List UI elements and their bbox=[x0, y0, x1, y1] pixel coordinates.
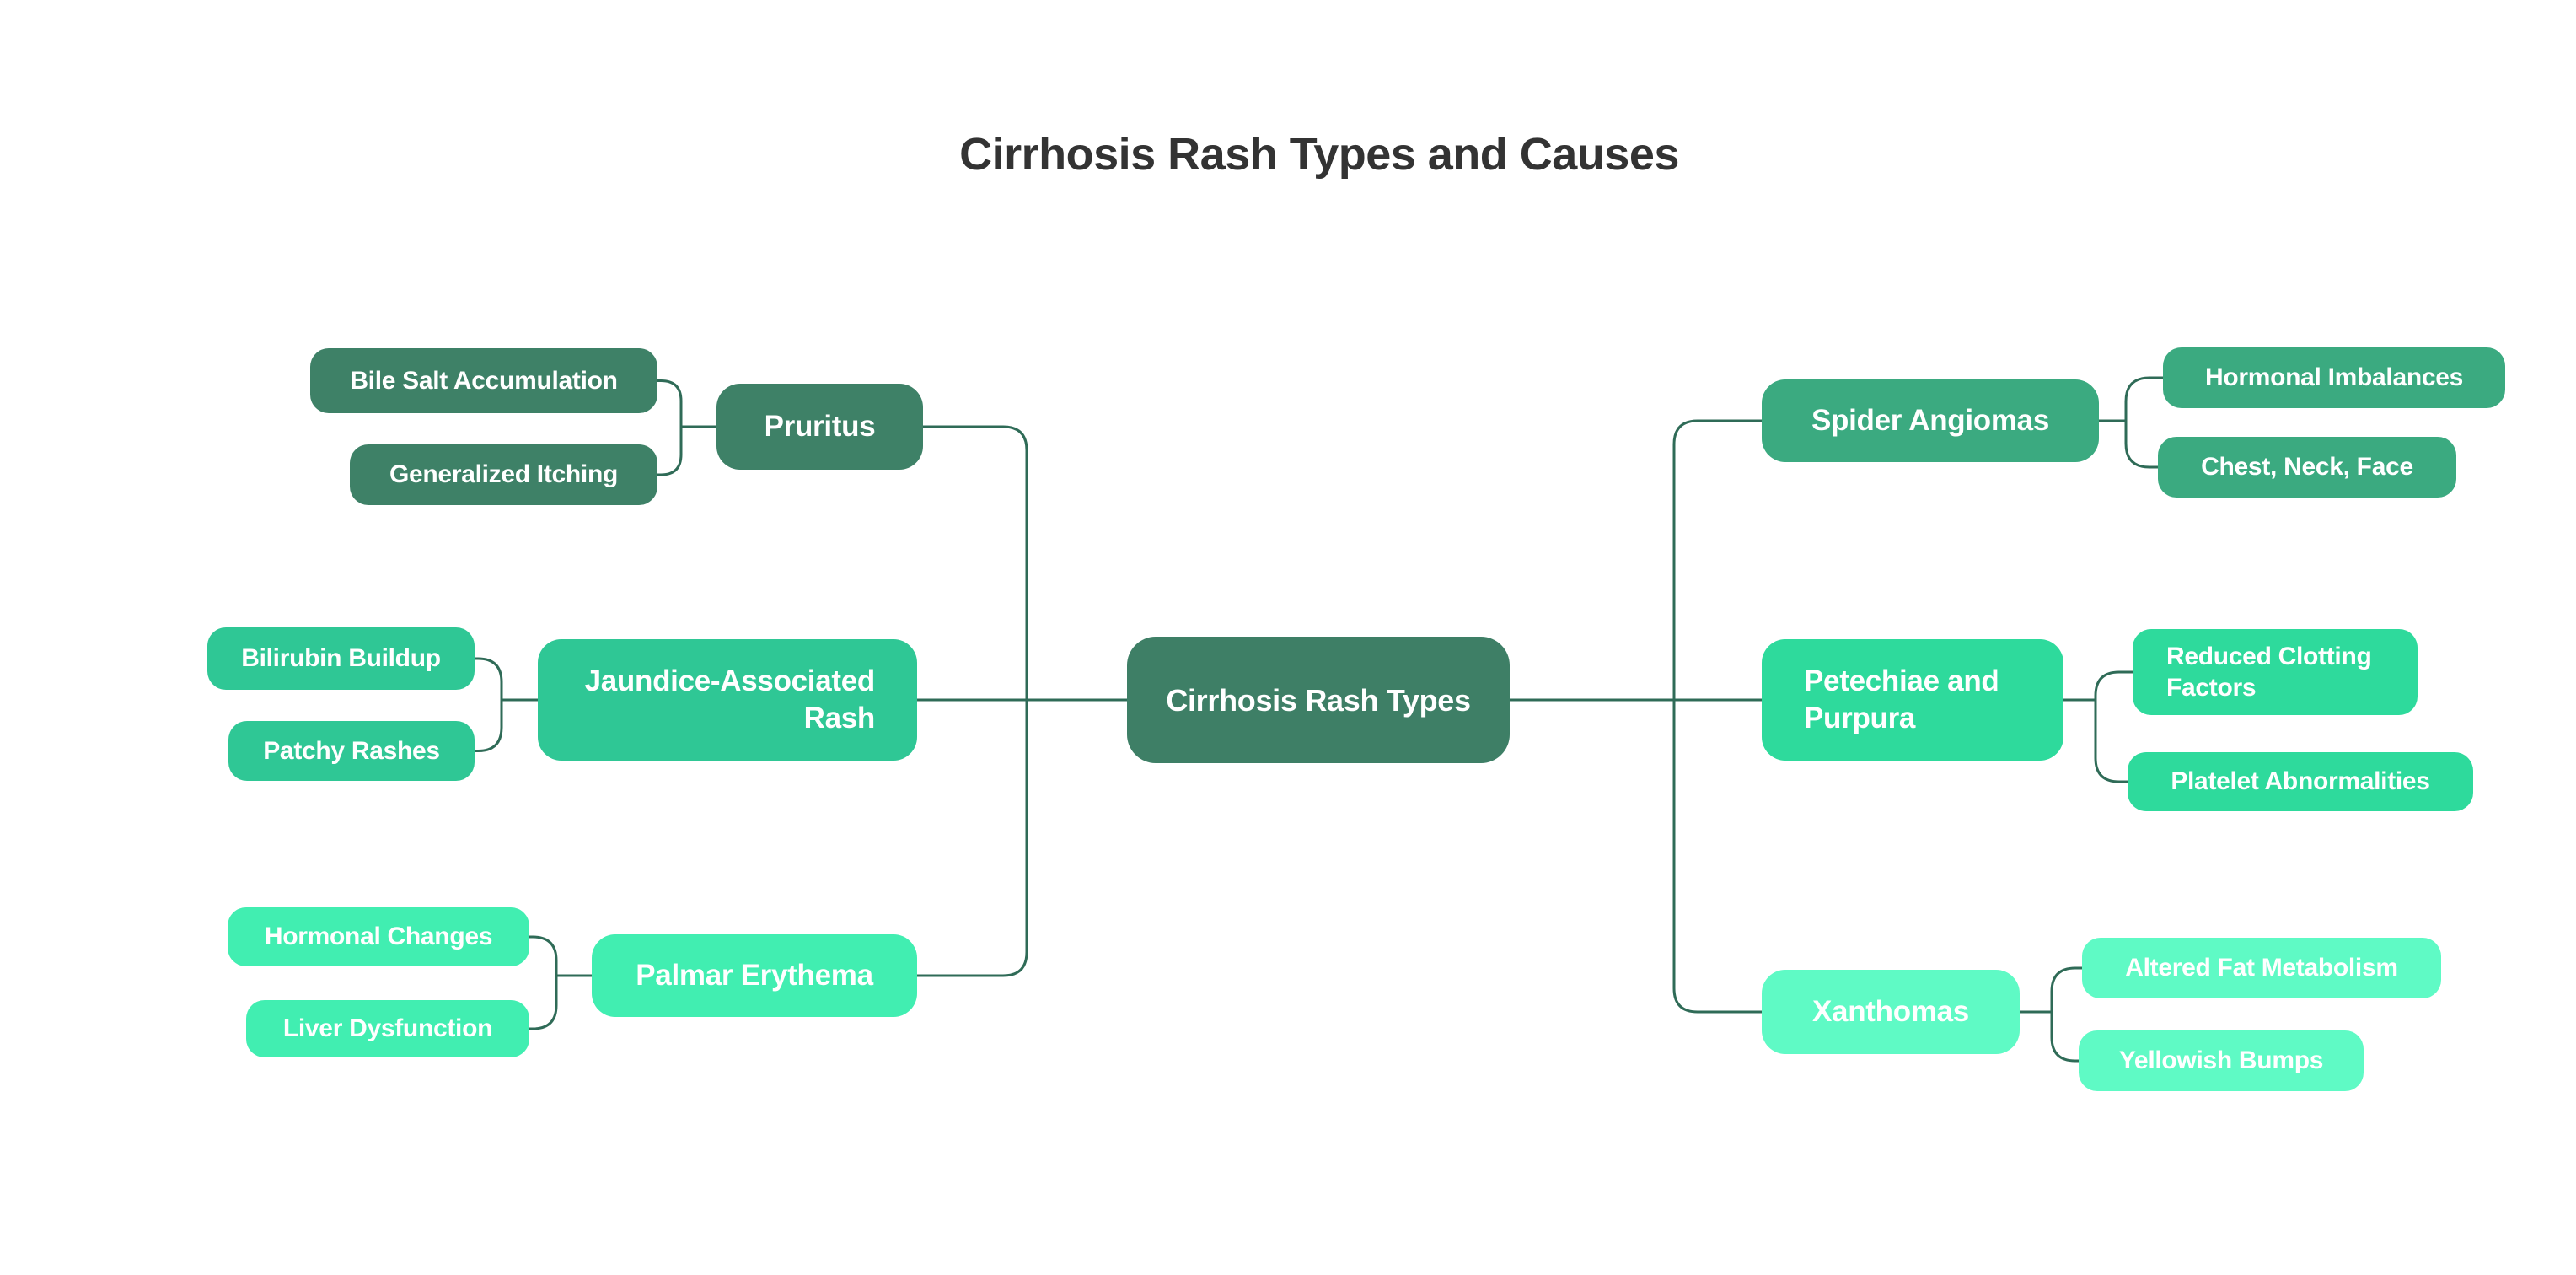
node-altered-fat-metabolism: Altered Fat Metabolism bbox=[2082, 938, 2441, 998]
node-chest-neck-face: Chest, Neck, Face bbox=[2158, 437, 2456, 498]
node-cirrhosis-rash-types: Cirrhosis Rash Types bbox=[1127, 637, 1510, 763]
node-jaundice-associated-rash: Jaundice-Associated Rash bbox=[538, 639, 917, 761]
node-reduced-clotting-factors: Reduced Clotting Factors bbox=[2133, 629, 2418, 715]
node-petechiae-and-purpura: Petechiae and Purpura bbox=[1762, 639, 2063, 761]
node-bile-salt-accumulation: Bile Salt Accumulation bbox=[310, 348, 657, 413]
node-spider-angiomas: Spider Angiomas bbox=[1762, 379, 2099, 462]
node-hormonal-changes: Hormonal Changes bbox=[228, 907, 529, 966]
edge-center-spider-xanthomas bbox=[1672, 419, 1762, 1014]
node-patchy-rashes: Patchy Rashes bbox=[228, 721, 475, 781]
node-bilirubin-buildup: Bilirubin Buildup bbox=[207, 627, 475, 690]
edge-pruritus-children bbox=[657, 379, 683, 476]
edge-petechiae-children bbox=[2094, 670, 2133, 783]
diagram-title: Cirrhosis Rash Types and Causes bbox=[959, 129, 1679, 180]
node-generalized-itching: Generalized Itching bbox=[350, 444, 657, 505]
node-hormonal-imbalances: Hormonal Imbalances bbox=[2163, 347, 2505, 408]
edge-xanthomas-children bbox=[2050, 966, 2082, 1062]
edge-jaundice-children bbox=[475, 657, 503, 752]
node-liver-dysfunction: Liver Dysfunction bbox=[246, 1000, 529, 1057]
node-yellowish-bumps: Yellowish Bumps bbox=[2079, 1030, 2364, 1091]
node-xanthomas: Xanthomas bbox=[1762, 970, 2020, 1054]
node-platelet-abnormalities: Platelet Abnormalities bbox=[2128, 752, 2473, 811]
edge-palmar-children bbox=[529, 935, 558, 1030]
node-palmar-erythema: Palmar Erythema bbox=[592, 934, 917, 1017]
node-pruritus: Pruritus bbox=[716, 384, 923, 470]
edge-spider-children bbox=[2124, 376, 2163, 469]
